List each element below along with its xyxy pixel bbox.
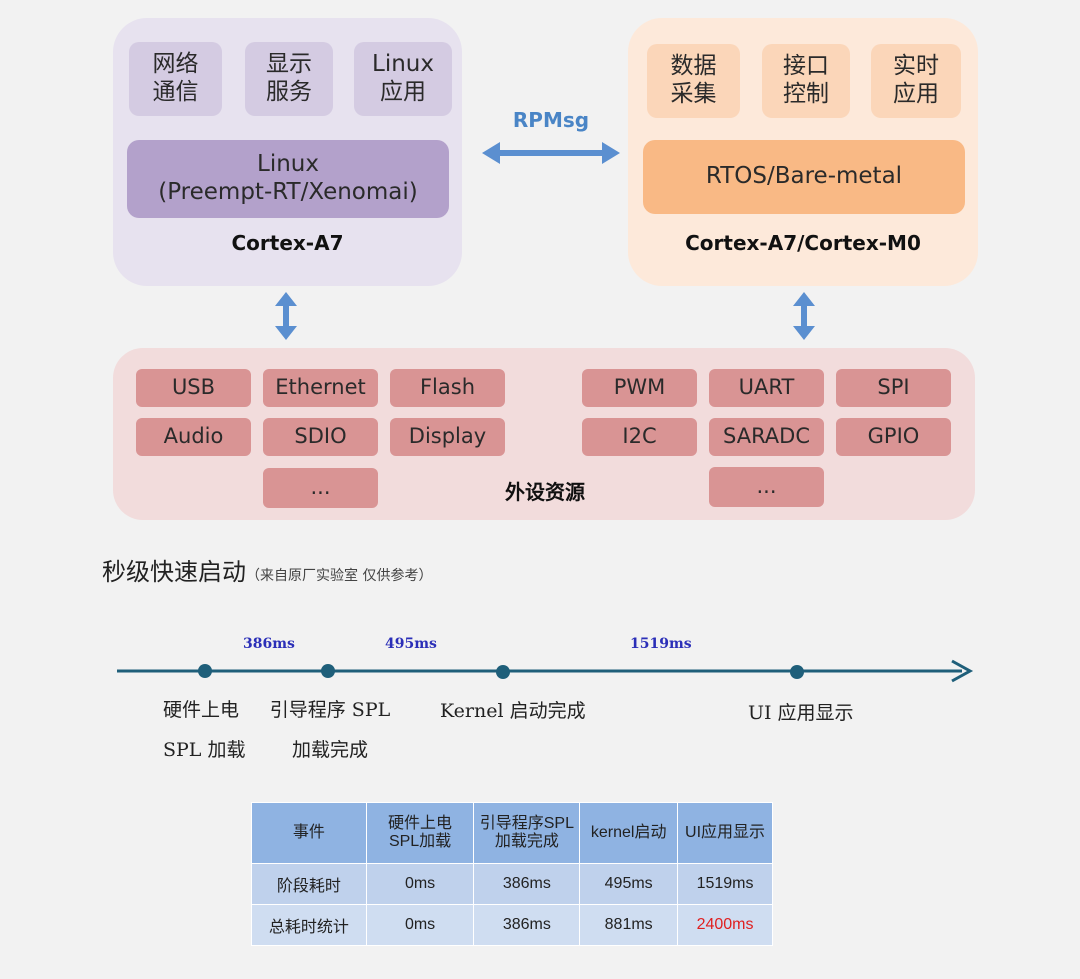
periph-more-right: ... — [709, 467, 824, 507]
peripherals-panel — [113, 348, 975, 520]
table-cell: 495ms — [579, 863, 679, 905]
peripherals-label: 外设资源 — [505, 480, 585, 504]
table-cell: 1519ms — [677, 863, 773, 905]
periph-gpio: GPIO — [836, 418, 951, 456]
app-network: 网络 通信 — [129, 42, 222, 116]
event-spl-done: 引导程序 SPL 加载完成 — [269, 699, 391, 761]
periph-uart: UART — [709, 369, 824, 407]
table-cell: 阶段耗时 — [251, 863, 367, 905]
boot-title-text: 秒级快速启动 — [102, 558, 246, 586]
duration-kernel: 495ms — [385, 636, 437, 652]
cortex-m-bus-arrow — [793, 292, 815, 340]
timeline-node-ui-shown — [790, 665, 804, 679]
periph-pwm: PWM — [582, 369, 697, 407]
rpmsg-label: RPMsg — [512, 108, 590, 132]
table-cell: 0ms — [365, 863, 475, 905]
periph-i2c: I2C — [582, 418, 697, 456]
boot-title-note: （来自原厂实验室 仅供参考） — [246, 568, 433, 584]
app-data-acquisition: 数据 采集 — [647, 44, 740, 118]
duration-spl: 386ms — [243, 636, 295, 652]
app-realtime: 实时 应用 — [871, 44, 961, 118]
table-cell: 总耗时统计 — [251, 904, 367, 946]
table-cell: 386ms — [473, 863, 581, 905]
table-header-cell: 引导程序SPL 加载完成 — [473, 802, 581, 864]
event-power-on: 硬件上电 SPL 加载 — [163, 699, 246, 761]
periph-more-left: ... — [263, 468, 378, 508]
periph-display: Display — [390, 418, 505, 456]
timeline-node-spl-done — [321, 664, 335, 678]
periph-sdio: SDIO — [263, 418, 378, 456]
table-cell-total-highlight: 2400ms — [677, 904, 773, 946]
table-row: 阶段耗时 0ms 386ms 495ms 1519ms — [251, 863, 773, 905]
event-kernel-done: Kernel 启动完成 — [440, 700, 586, 722]
periph-audio: Audio — [136, 418, 251, 456]
timeline-node-power-on — [198, 664, 212, 678]
table-cell: 0ms — [365, 904, 475, 946]
periph-spi: SPI — [836, 369, 951, 407]
duration-ui: 1519ms — [630, 636, 692, 652]
periph-usb: USB — [136, 369, 251, 407]
periph-flash: Flash — [390, 369, 505, 407]
table-header-cell: 硬件上电 SPL加载 — [365, 802, 475, 864]
cortex-a-label: Cortex-A7 — [231, 231, 344, 255]
table-cell: 881ms — [579, 904, 679, 946]
table-row: 总耗时统计 0ms 386ms 881ms 2400ms — [251, 904, 773, 946]
cortex-a-bus-arrow — [275, 292, 297, 340]
cortex-m-label: Cortex-A7/Cortex-M0 — [685, 231, 921, 255]
rtos-box: RTOS/Bare-metal — [643, 140, 965, 214]
periph-saradc: SARADC — [709, 418, 824, 456]
timeline-node-kernel-done — [496, 665, 510, 679]
table-header-cell: 事件 — [251, 802, 367, 864]
table-header-row: 事件 硬件上电 SPL加载 引导程序SPL 加载完成 kernel启动 UI应用… — [251, 802, 773, 864]
event-ui-shown: UI 应用显示 — [748, 702, 854, 724]
app-display-service: 显示 服务 — [245, 42, 333, 116]
periph-ethernet: Ethernet — [263, 369, 378, 407]
app-linux: Linux 应用 — [354, 42, 452, 116]
rpmsg-arrow — [482, 142, 620, 164]
app-interface-control: 接口 控制 — [762, 44, 850, 118]
table-header-cell: UI应用显示 — [677, 802, 773, 864]
boot-time-table: 事件 硬件上电 SPL加载 引导程序SPL 加载完成 kernel启动 UI应用… — [251, 802, 773, 946]
timeline-arrowhead — [951, 659, 974, 683]
linux-os-box: Linux (Preempt-RT/Xenomai) — [127, 140, 449, 218]
table-header-cell: kernel启动 — [579, 802, 679, 864]
table-cell: 386ms — [473, 904, 581, 946]
boot-title: 秒级快速启动（来自原厂实验室 仅供参考） — [102, 552, 432, 587]
